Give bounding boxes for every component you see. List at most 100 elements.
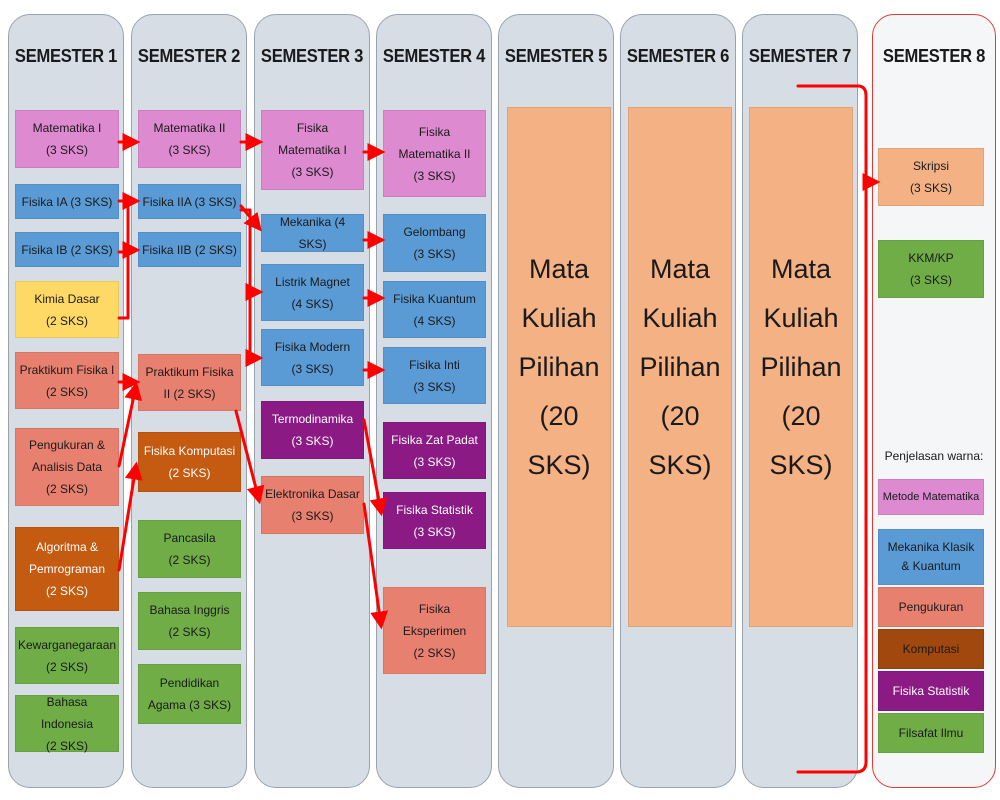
legend-label: Mekanika Klasik & Kuantum [887, 540, 975, 573]
course-line: (3 SKS) [909, 273, 952, 287]
legend-label: Fisika Statistik [892, 684, 970, 698]
course-line: Matematika II [153, 121, 226, 135]
course-line: (3 SKS) [291, 165, 334, 179]
course-line: (3 SKS) [168, 143, 211, 157]
course-line: Fisika [418, 601, 451, 616]
semester-8-title: SEMESTER 8 [882, 46, 986, 66]
legend-label: Metode Matematika [882, 491, 980, 503]
course-pendidikan-agama: Pendidikan Agama (3 SKS) [138, 664, 241, 724]
course-fisika-kuantum: Fisika Kuantum (4 SKS) [383, 281, 486, 338]
course-fisika-komputasi: Fisika Komputasi (2 SKS) [138, 432, 241, 492]
legend-metode-matematika: Metode Matematika [878, 479, 984, 515]
course-line: Praktikum Fisika [145, 364, 234, 379]
elective-line: Kuliah [521, 302, 597, 333]
course-line: (2 SKS) [168, 553, 211, 567]
elective-line: (20 SKS) [527, 400, 591, 480]
course-fisika-eksperimen: Fisika Eksperimen (2 SKS) [383, 587, 486, 674]
course-line: (3 SKS) [45, 143, 88, 157]
course-pengukuran-analisis-data: Pengukuran & Analisis Data (2 SKS) [15, 428, 119, 506]
elective-line: Pilihan [518, 351, 600, 382]
semester-1-title: SEMESTER 1 [14, 46, 118, 66]
course-line: Fisika IA (3 SKS) [21, 194, 113, 209]
course-line: Elektronika Dasar [265, 487, 360, 501]
semester-5-title: SEMESTER 5 [504, 46, 608, 66]
course-line: Pemrograman [28, 562, 106, 576]
course-line: Fisika Inti [409, 357, 460, 372]
course-mekanika: Mekanika (4 SKS) [261, 214, 364, 252]
course-line: Mekanika (4 SKS) [279, 215, 346, 251]
legend-label: Filsafat Ilmu [898, 726, 964, 740]
course-line: (3 SKS) [413, 379, 456, 394]
course-line: (2 SKS) [168, 625, 211, 639]
semester-7-title: SEMESTER 7 [748, 46, 852, 66]
elective-block-semester-6: Mata Kuliah Pilihan (20 SKS) [628, 107, 732, 627]
course-fisika-statistik: Fisika Statistik (3 SKS) [383, 492, 486, 549]
elective-line: (20 SKS) [648, 400, 712, 480]
course-line: Fisika Statistik [396, 502, 473, 517]
course-line: Fisika [296, 121, 329, 135]
semester-6-title: SEMESTER 6 [626, 46, 730, 66]
course-line: Matematika II [398, 146, 471, 161]
elective-line: Mata [649, 253, 711, 284]
course-termodinamika: Termodinamika (3 SKS) [261, 401, 364, 459]
course-line: Matematika I [278, 143, 347, 157]
course-fisika-modern: Fisika Modern (3 SKS) [261, 329, 364, 386]
legend-pengukuran: Pengukuran [878, 587, 984, 627]
course-fisika-inti: Fisika Inti (3 SKS) [383, 347, 486, 404]
course-line: Bahasa Indonesia [40, 694, 94, 731]
course-fisika-1a: Fisika IA (3 SKS) [15, 184, 119, 219]
course-line: (3 SKS) [291, 434, 334, 448]
course-fisika-1b: Fisika IB (2 SKS) [15, 232, 119, 267]
course-fisika-2a: Fisika IIA (3 SKS) [138, 184, 241, 219]
legend-fisika-statistik: Fisika Statistik [878, 671, 984, 711]
course-line: Fisika Kuantum [393, 291, 476, 306]
course-skripsi: Skripsi (3 SKS) [878, 148, 984, 206]
course-fisika-2b: Fisika IIB (2 SKS) [138, 232, 241, 267]
course-matematika-1: Matematika I (3 SKS) [15, 110, 119, 168]
course-elektronika-dasar: Elektronika Dasar (3 SKS) [261, 476, 364, 534]
course-line: (2 SKS) [168, 466, 211, 480]
course-praktikum-fisika-2: Praktikum Fisika II (2 SKS) [138, 354, 241, 411]
course-line: Listrik Magnet [275, 274, 350, 289]
course-line: II (2 SKS) [163, 386, 216, 401]
course-bahasa-indonesia: Bahasa Indonesia (2 SKS) [15, 695, 119, 753]
semester-4-title: SEMESTER 4 [382, 46, 486, 66]
course-line: (3 SKS) [413, 524, 456, 539]
elective-line: (20 SKS) [769, 400, 833, 480]
legend-mekanika-klasik-kuantum: Mekanika Klasik & Kuantum [878, 529, 984, 585]
course-line: Praktikum Fisika I [19, 362, 115, 377]
elective-line: Mata [528, 253, 590, 284]
course-line: (3 SKS) [909, 181, 952, 195]
course-line: Fisika IIA (3 SKS) [142, 194, 237, 209]
course-listrik-magnet: Listrik Magnet (4 SKS) [261, 264, 364, 321]
course-line: Fisika Modern [274, 339, 351, 354]
course-line: (3 SKS) [413, 454, 456, 469]
course-line: (2 SKS) [45, 584, 88, 598]
course-kewarganegaraan: Kewarganegaraan (2 SKS) [15, 627, 119, 684]
course-fisika-matematika-2: Fisika Matematika II (3 SKS) [383, 110, 486, 197]
elective-line: Pilihan [760, 351, 842, 382]
course-line: (3 SKS) [413, 168, 456, 183]
course-algoritma-pemrograman: Algoritma & Pemrograman (2 SKS) [15, 527, 119, 611]
course-bahasa-inggris: Bahasa Inggris (2 SKS) [138, 592, 241, 650]
course-matematika-2: Matematika II (3 SKS) [138, 110, 241, 168]
course-line: Eksperimen [402, 623, 467, 638]
course-line: Termodinamika [271, 412, 354, 426]
legend-komputasi: Komputasi [878, 629, 984, 669]
course-line: (4 SKS) [291, 296, 334, 311]
semester-3-title: SEMESTER 3 [260, 46, 364, 66]
legend-title: Penjelasan warna: [884, 449, 984, 463]
semester-2-title: SEMESTER 2 [137, 46, 241, 66]
course-praktikum-fisika-1: Praktikum Fisika I (2 SKS) [15, 352, 119, 409]
course-line: (2 SKS) [413, 645, 456, 660]
course-line: Fisika Zat Padat [391, 432, 478, 447]
elective-line: Mata [770, 253, 832, 284]
elective-line: Pilihan [639, 351, 721, 382]
course-line: Kimia Dasar [34, 291, 100, 306]
course-line: Bahasa Inggris [149, 603, 230, 617]
course-line: Agama (3 SKS) [147, 698, 232, 712]
course-line: (2 SKS) [45, 738, 88, 753]
course-fisika-zat-padat: Fisika Zat Padat (3 SKS) [383, 422, 486, 479]
course-line: KKM/KP [908, 251, 954, 265]
course-line: Gelombang [403, 225, 466, 239]
